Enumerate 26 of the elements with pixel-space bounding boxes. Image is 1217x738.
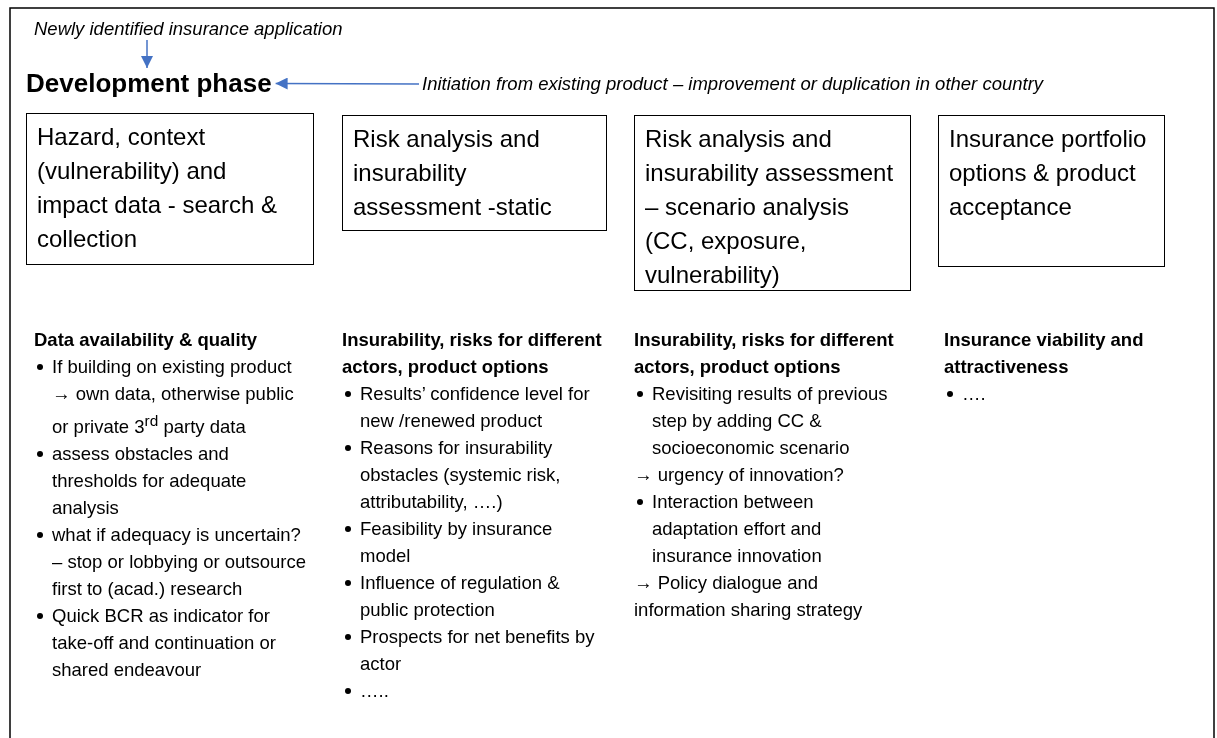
column-heading: Insurability, risks for different actors, product options (342, 328, 603, 379)
process-box: Hazard, context (vulnerability) and impact data - search & collection (26, 113, 314, 265)
process-box: Insurance portfolio options & product acceptance (938, 115, 1165, 267)
list-text: Interaction between adaptation effort and insurance innovation (652, 491, 822, 566)
list-text: Feasibility by insurance model (360, 518, 553, 566)
column-heading: Insurance viability and attractiveness (944, 328, 1145, 379)
column-heading: Data availability & quality (34, 328, 259, 352)
list-text: Results’ confidence level for new /renewed product (360, 383, 590, 431)
list-text: Influence of regulation & public protection (360, 572, 560, 620)
list-text: Reasons for insurability obstacles (systemic risk, attributability, ….) (360, 437, 561, 512)
arrow (141, 39, 153, 69)
list-text: → urgency of innovation? (634, 464, 844, 485)
list-text: Prospects for net benefits by actor (360, 626, 595, 674)
annotation-text: Newly identified insurance application (34, 18, 343, 40)
list-text: ….. (360, 680, 389, 701)
annotation-text: Initiation from existing product – improvement or duplication in other country (422, 73, 1044, 95)
arrow (274, 77, 420, 90)
phase-title: Development phase (26, 68, 272, 99)
list-text: …. (962, 383, 986, 404)
process-box: Risk analysis and insurability assessment -static (342, 115, 607, 231)
list-text: → Policy dialogue and information sharing strategy (634, 572, 863, 620)
list-text: Quick BCR as indicator for take-off and continuation or shared endeavour (52, 605, 276, 681)
list-text: what if adequacy is uncertain? – stop or lobbying or outsource first to (acad.) research (52, 524, 306, 600)
list-text: Revisiting results of previous step by adding CC & socioeconomic scenario (652, 383, 888, 458)
column-heading: Insurability, risks for different actors, product options (634, 328, 895, 379)
process-box: Risk analysis and insurability assessment – scenario analysis (CC, exposure, vulnerability) (634, 115, 911, 291)
